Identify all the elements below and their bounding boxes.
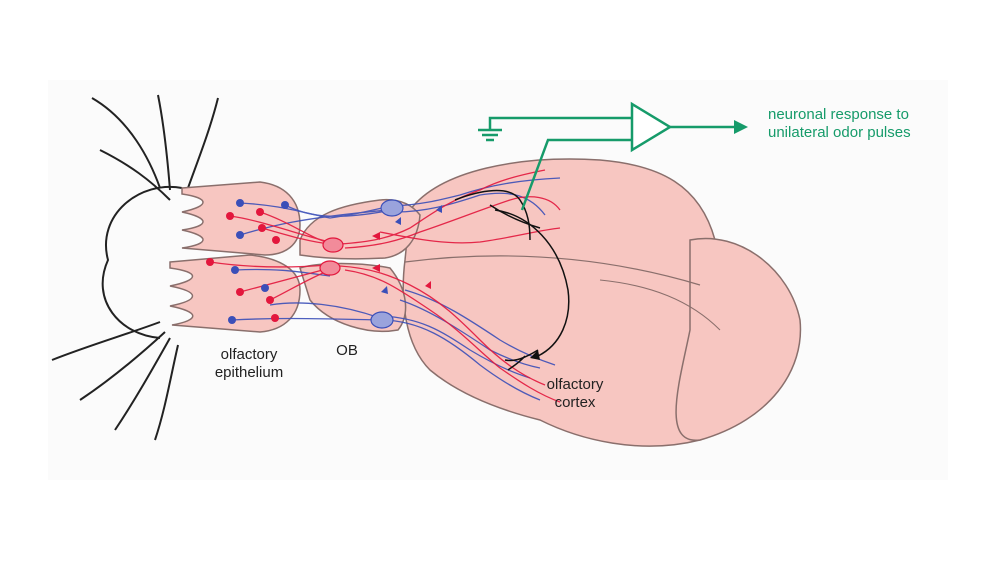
- blue-tract: [379, 319, 541, 401]
- red-axon: [209, 261, 329, 268]
- whisker: [99, 149, 171, 201]
- ob-label: OB: [336, 342, 358, 359]
- cortex-connection: [507, 355, 526, 371]
- arrowhead-icon: [530, 350, 540, 360]
- brain: [169, 158, 802, 447]
- blue-neuron-icon: [261, 284, 269, 292]
- blue-synapse-icon: [381, 286, 388, 294]
- blue-tract: [381, 315, 531, 379]
- central-circuit: [454, 189, 570, 371]
- red-neuron-icon: [271, 314, 279, 322]
- whisker: [157, 94, 171, 191]
- red-tract: [344, 269, 561, 403]
- ground-wire: [488, 116, 632, 130]
- amplifier-icon: [630, 101, 673, 153]
- snout-outline: [101, 185, 183, 339]
- blue-neuron-icon: [236, 199, 244, 207]
- neuronal-response-label: neuronal response to unilateral odor pul…: [768, 106, 911, 142]
- blue-axon: [239, 202, 393, 219]
- epithelium-label-line1: olfactory: [220, 346, 278, 363]
- olfactory-cortex-label: olfactory cortex: [530, 376, 620, 412]
- cortex-connection: [454, 189, 531, 241]
- red-glomerulus-icon: [322, 237, 344, 253]
- red-neuron-icon: [256, 208, 264, 216]
- electrode-wire: [520, 138, 632, 211]
- cerebellum: [675, 237, 802, 441]
- blue-tract: [391, 177, 561, 207]
- red-neuron-icon: [206, 258, 214, 266]
- red-synapse-icon: [372, 264, 380, 272]
- blue-axon: [234, 268, 331, 277]
- red-synapse-icon: [425, 281, 431, 289]
- epithelium-label-line2: epithelium: [214, 364, 284, 381]
- cortex-connection: [504, 349, 539, 362]
- whisker: [79, 331, 166, 401]
- whisker: [154, 344, 179, 441]
- red-neuron-icon: [258, 224, 266, 232]
- olfactory-epithelium-label: olfactory epithelium: [199, 346, 299, 382]
- response-label-line1: neuronal response to: [768, 106, 909, 123]
- cortex-label-line2: cortex: [554, 394, 596, 411]
- whisker: [114, 337, 171, 431]
- output-arrow-icon: [734, 120, 748, 134]
- olfactory-epithelium-lower: [169, 254, 301, 333]
- lateral-sulcus: [599, 279, 721, 331]
- receptor-neurons: [206, 199, 289, 324]
- blue-synapse-icon: [436, 205, 442, 213]
- whisker: [91, 97, 161, 189]
- red-neuron-icon: [266, 296, 274, 304]
- red-tract: [339, 265, 546, 386]
- blue-axon: [269, 302, 381, 319]
- blue-axon: [231, 317, 381, 321]
- whisker: [51, 321, 161, 361]
- blue-tract: [394, 192, 546, 216]
- hemisphere-divide: [404, 255, 701, 286]
- response-label-line2: unilateral odor pulses: [768, 124, 911, 141]
- blue-synapse-icon: [395, 217, 401, 225]
- blue-neuron-icon: [236, 231, 244, 239]
- snout-and-whiskers: [51, 94, 219, 441]
- recording-electrode: [478, 101, 738, 211]
- red-glomerulus-icon: [319, 260, 341, 276]
- blue-axon: [284, 204, 393, 217]
- blue-glomerulus-icon: [370, 311, 394, 329]
- red-tract: [344, 196, 561, 249]
- blue-glomerulus-icon: [380, 199, 404, 217]
- whisker: [187, 97, 219, 189]
- cortex-connection: [489, 204, 541, 229]
- red-neuron-icon: [272, 236, 280, 244]
- red-neuron-icon: [226, 212, 234, 220]
- blue-projections: [231, 177, 561, 401]
- blue-tract: [399, 299, 541, 369]
- blue-neuron-icon: [228, 316, 236, 324]
- blue-neuron-icon: [231, 266, 239, 274]
- red-synapse-icon: [372, 232, 380, 240]
- cortex-label-line1: olfactory: [546, 376, 604, 393]
- synapse-markers: [372, 205, 442, 294]
- red-neuron-icon: [236, 288, 244, 296]
- blue-axon: [239, 209, 389, 236]
- cortex-connection: [494, 209, 570, 357]
- blue-neuron-icon: [281, 201, 289, 209]
- glomeruli: [319, 199, 404, 329]
